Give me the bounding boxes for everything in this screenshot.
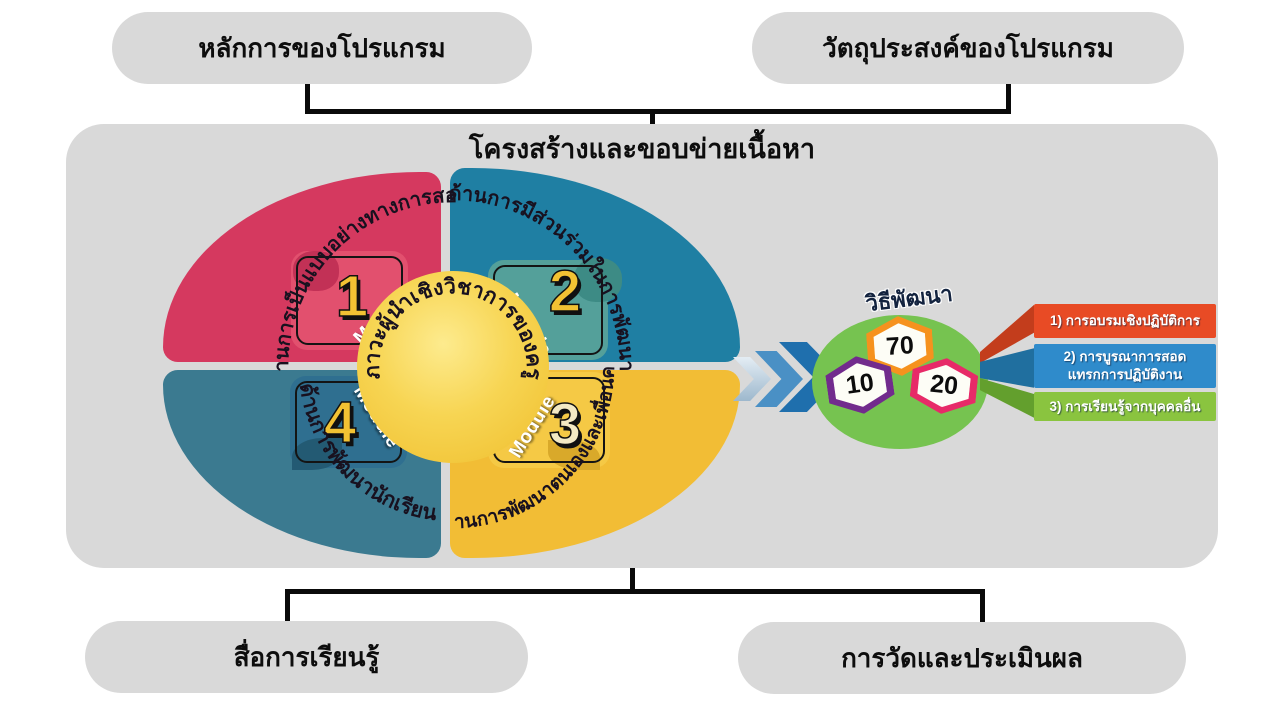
method-1-ribbon: 1) การอบรมเชิงปฏิบัติการ (1034, 304, 1216, 338)
hexagon-20-value: 20 (916, 362, 972, 410)
structure-panel-title: โครงสร้างและขอบข่ายเนื้อหา (468, 134, 816, 164)
module-3-number: 3 (548, 392, 582, 457)
pill-program-objectives-label: วัตถุประสงค์ของโปรแกรม (822, 32, 1114, 63)
method-3-label: 3) การเรียนรู้จากบุคคลอื่น (1049, 398, 1201, 414)
connector-line-bottom-left (285, 589, 290, 622)
method-1-label: 1) การอบรมเชิงปฏิบัติการ (1050, 313, 1200, 329)
pill-measurement-evaluation: การวัดและประเมินผล (738, 622, 1186, 694)
connector-line-top-left (305, 84, 310, 113)
pill-program-principles: หลักการของโปรแกรม (112, 12, 532, 84)
pill-program-objectives: วัตถุประสงค์ของโปรแกรม (752, 12, 1184, 84)
module-4-number: 4 (323, 390, 357, 455)
center-circle (357, 271, 549, 463)
pill-measurement-evaluation-label: การวัดและประเมินผล (841, 642, 1083, 673)
pill-learning-media: สื่อการเรียนรู้ (85, 621, 528, 693)
method-3-ribbon: 3) การเรียนรู้จากบุคคลอื่น (1034, 392, 1216, 421)
method-2-ribbon: 2) การบูรณาการสอด แทรกการปฏิบัติงาน (1034, 344, 1216, 388)
module-2-number: 2 (548, 259, 582, 324)
hexagon-10-value: 10 (831, 360, 888, 411)
module-3-tile-corner-decoration (548, 440, 600, 470)
method-2-label-line2: แทรกการปฏิบัติงาน (1067, 367, 1183, 382)
module-1-number: 1 (335, 264, 369, 329)
connector-line-top-center (650, 112, 655, 126)
connector-line-bottom-horizontal (285, 589, 985, 594)
connector-line-top-right (1006, 84, 1011, 113)
pill-learning-media-label: สื่อการเรียนรู้ (233, 641, 380, 672)
hexagon-70-value: 70 (873, 321, 928, 370)
connector-line-top-horizontal (305, 109, 1011, 114)
pill-program-principles-label: หลักการของโปรแกรม (198, 32, 446, 63)
connector-line-bottom-center (630, 568, 635, 593)
connector-line-bottom-right (980, 589, 985, 623)
method-2-label-line1: 2) การบูรณาการสอด (1063, 349, 1187, 365)
